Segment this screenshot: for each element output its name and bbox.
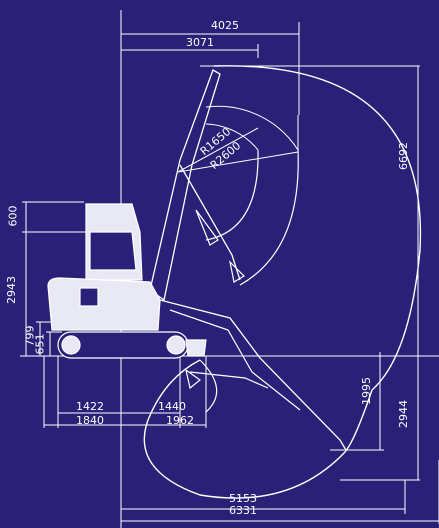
dim-6331: 6331 [229, 504, 257, 517]
radius-line-large [177, 151, 299, 173]
dim-1422: 1422 [76, 400, 104, 413]
arc-r1650 [205, 123, 259, 151]
inner-envelope-small [205, 149, 259, 241]
dim-600: 600 [6, 205, 20, 227]
dim-1840: 1840 [76, 414, 104, 427]
dozer-blade [185, 339, 207, 357]
boom-lower-inner [169, 309, 301, 411]
excavator-body [47, 203, 207, 359]
dim-5153: 5153 [229, 492, 257, 505]
dim-1962: 1962 [166, 414, 194, 427]
cab-window [89, 231, 137, 271]
dim-651: 651 [33, 333, 47, 355]
max-reach-envelope [213, 65, 422, 391]
dig-depth-envelope [143, 359, 346, 499]
boom-raised [149, 69, 221, 302]
engine-grill [79, 287, 99, 307]
boom-lower [159, 299, 347, 451]
dim-1440: 1440 [158, 400, 186, 413]
inner-curve [199, 359, 218, 413]
bucket-raised-2 [229, 260, 245, 283]
dim-2943: 2943 [5, 276, 18, 304]
dim-4025: 4025 [211, 19, 239, 32]
arm-raised [179, 164, 241, 281]
dim-6692: 6692 [397, 142, 410, 170]
track-sprocket [166, 335, 186, 355]
envelope-lower [344, 389, 373, 453]
bucket-raised-1 [195, 209, 219, 246]
dim-1995: 1995 [360, 377, 373, 405]
upper-frame [47, 277, 161, 331]
bucket-lower [185, 368, 201, 390]
dim-3071: 3071 [186, 36, 214, 49]
arm-lower [189, 371, 269, 389]
dim-2944: 2944 [397, 400, 410, 428]
track-idler [61, 335, 81, 355]
inner-envelope-right [239, 149, 299, 286]
arc-r2600 [205, 105, 299, 151]
radius-line-small [177, 127, 259, 173]
